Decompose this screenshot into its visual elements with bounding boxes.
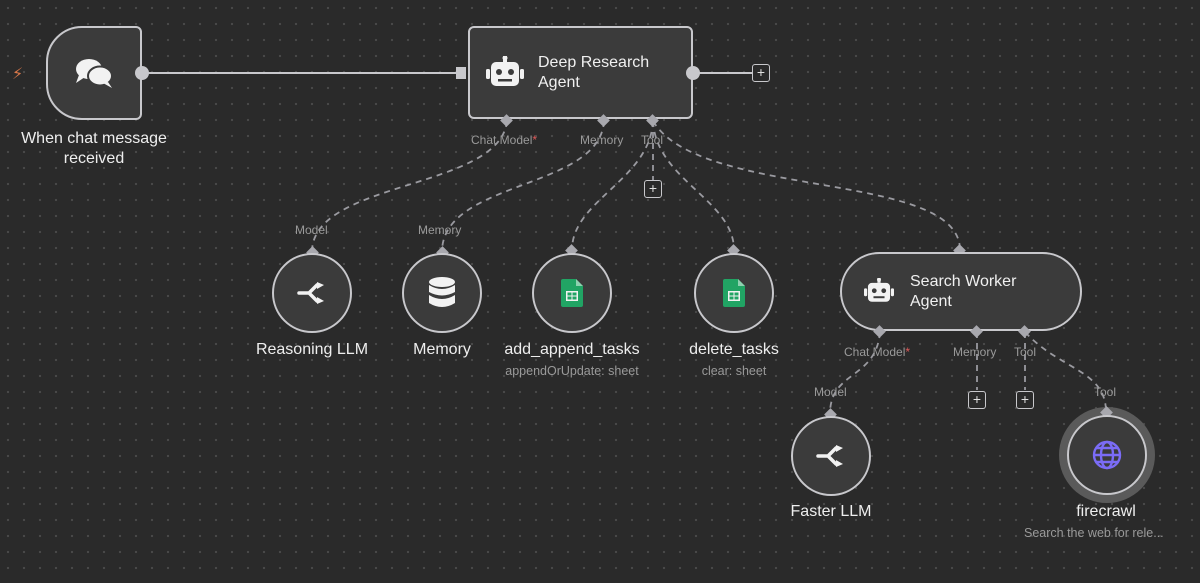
add-append-tasks-node[interactable]	[532, 253, 612, 333]
faster-llm-node[interactable]	[791, 416, 871, 496]
trigger-output-handle[interactable]	[135, 66, 149, 80]
google-sheets-icon	[561, 279, 583, 307]
robot-icon	[864, 278, 894, 302]
edge-worker-tool-firecrawl	[1024, 331, 1107, 413]
worker-tool-port-label: Tool	[1014, 345, 1037, 359]
memory-node[interactable]	[402, 253, 482, 333]
search-worker-agent-title: Search Worker Agent	[910, 272, 1017, 310]
add-next-node-button[interactable]: +	[752, 64, 770, 82]
globe-icon	[1092, 440, 1122, 470]
reasoning-llm-node[interactable]	[272, 253, 352, 333]
add-append-tasks-label: add_append_tasks	[504, 341, 640, 358]
faster-llm-port-label: Model	[814, 385, 847, 399]
worker-chat-model-port-label: Chat Model*	[844, 345, 911, 359]
trigger-label: When chat message received	[21, 130, 167, 167]
deep-research-agent-title: Deep Research Agent	[538, 53, 650, 91]
search-worker-agent-node[interactable]: Search Worker Agent	[840, 252, 1082, 331]
firecrawl-sublabel: Search the web for rele...	[1024, 526, 1164, 540]
memory-label: Memory	[413, 341, 471, 358]
memory-port-label: Memory	[580, 133, 624, 147]
add-append-tasks-sublabel: appendOrUpdate: sheet	[505, 364, 639, 378]
worker-add-memory-button[interactable]: +	[968, 391, 986, 409]
edge-tool-worker	[652, 120, 961, 251]
memory-node-port-label: Memory	[418, 223, 462, 237]
delete-tasks-sublabel: clear: sheet	[701, 364, 767, 378]
robot-icon	[486, 55, 524, 86]
edge-tool-add	[571, 120, 654, 251]
firecrawl-label: firecrawl	[1076, 503, 1136, 520]
database-icon	[429, 277, 455, 307]
deep-research-agent-node[interactable]: Deep Research Agent	[468, 26, 693, 119]
trigger-bolt-icon: ⚡	[12, 66, 24, 83]
chat-bubbles-icon	[76, 59, 113, 88]
delete-tasks-label: delete_tasks	[689, 341, 779, 358]
worker-memory-port-label: Memory	[953, 345, 997, 359]
faster-llm-label: Faster LLM	[790, 503, 872, 520]
edge-worker-chat-model	[829, 331, 881, 415]
tool-port-label: Tool	[641, 133, 664, 147]
chat-model-port-label: Chat Model*	[471, 133, 538, 147]
model-port-label: Model	[295, 223, 328, 237]
edge-memory	[441, 120, 605, 253]
edge-chat-model	[311, 120, 508, 253]
firecrawl-node[interactable]	[1067, 415, 1147, 495]
edge-tool-delete	[652, 120, 735, 251]
reasoning-llm-label: Reasoning LLM	[255, 341, 369, 358]
worker-add-tool-button[interactable]: +	[1016, 391, 1034, 409]
google-sheets-icon	[723, 279, 745, 307]
chat-trigger-node[interactable]	[46, 26, 142, 120]
firecrawl-port-label: Tool	[1094, 385, 1117, 399]
add-tool-button[interactable]: +	[644, 180, 662, 198]
delete-tasks-node[interactable]	[694, 253, 774, 333]
main-agent-input-handle[interactable]	[456, 67, 466, 79]
main-agent-output-handle[interactable]	[686, 66, 700, 80]
llm-icon	[297, 282, 324, 304]
llm-icon	[816, 445, 843, 467]
